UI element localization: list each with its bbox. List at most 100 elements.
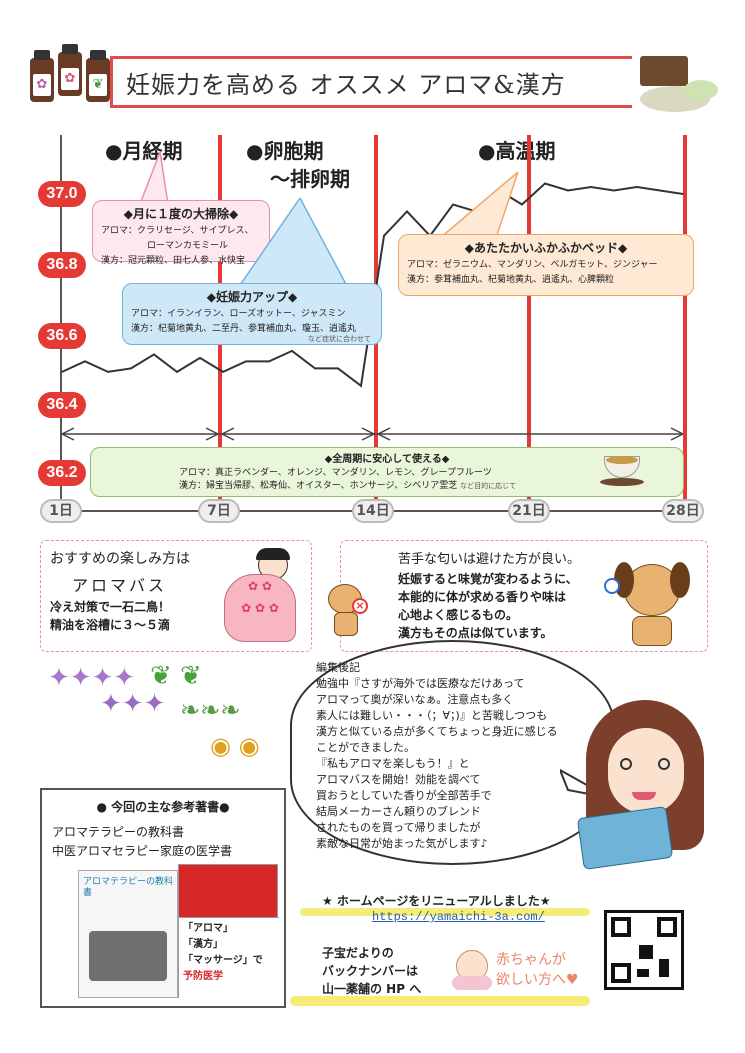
page-title-box: 妊娠力を高める オススメ アロマ&漢方 — [112, 56, 632, 108]
bbt-point — [153, 353, 155, 356]
bubble-pointer — [440, 172, 519, 238]
phase-ovulation-label-2: 〜排卵期 — [270, 167, 350, 191]
editor-avatar — [576, 700, 710, 871]
hp-renewal-notice: ★ ホームページをリニューアルしました★ — [322, 894, 551, 908]
backnumber-line: 山一薬舗の HP へ — [322, 982, 422, 996]
bbt-point — [544, 182, 546, 185]
tip-right-body: 妊娠すると味覚が変わるように、 — [398, 572, 578, 586]
dog-no-illustration: × — [326, 582, 368, 638]
bubble-heading: ◆全周期に安心して使える◆ — [324, 454, 450, 465]
backnumber-line: バックナンバーは — [322, 964, 419, 978]
tip-right-body: 心地よく感じるもの。 — [398, 608, 519, 622]
bbt-point — [659, 189, 661, 192]
tea-bowl-icon — [684, 80, 718, 100]
dog-ok-illustration — [604, 556, 692, 648]
tip-left-body: 精油を浴槽に３〜５滴 — [50, 618, 171, 632]
bbt-point — [245, 360, 247, 363]
editor-note-line: 買おうとしていた香りが全部苦手で — [316, 789, 492, 802]
book-cover-1: アロマテラピーの教科書 — [78, 870, 178, 998]
bubble-aroma-2: ローマンカモミール — [147, 241, 229, 251]
editor-note-line: 素人には難しい・・・（；∀；)』と苦戦しつつも — [316, 709, 548, 722]
bubble-aroma: アロマ：真正ラベンダー、オレンジ、マンダリン、レモン、グレープフルーツ — [179, 468, 492, 478]
bbt-point — [383, 235, 385, 237]
bbt-point — [590, 186, 592, 188]
x-tick-label: 1日 — [40, 499, 82, 523]
baby-message: 赤ちゃんが 欲しい方へ♥ — [496, 950, 579, 990]
bbt-point — [107, 371, 109, 373]
bubble-kampo: 漢方：冠元顆粒、田七人参、水快宝 — [101, 256, 246, 266]
homepage-link[interactable]: https://yamaichi-3a.com/ — [372, 910, 545, 924]
book-cover-2-text: 「漢方」 — [183, 939, 223, 950]
bbt-point — [314, 367, 316, 370]
bubble-kampo: 漢方：参茸補血丸、杞菊地黄丸、逍遙丸、心脾顆粒 — [407, 275, 615, 285]
bubble-aroma: アロマ：ゼラニウム、マンダリン、ベルガモット、ジンジャー — [407, 260, 658, 270]
editor-note-line: 『私もアロマを楽しもう！』と — [316, 757, 470, 770]
editor-note-line: 勉強中『さすが海外では医療なだけあって — [316, 677, 525, 690]
teacup-icon — [600, 452, 644, 488]
aroma-bottle-icon: ❦ — [86, 50, 110, 102]
bubble-hightemp: ◆あたたかいふかふかベッド◆ アロマ：ゼラニウム、マンダリン、ベルガモット、ジン… — [398, 234, 694, 296]
editor-note-line: アロマって奥が深いなぁ。注意点も多く — [316, 693, 514, 706]
bubble-aroma: アロマ：イランイラン、ローズオットー、ジャスミン — [131, 309, 346, 319]
editor-note: 編集後記 勉強中『さすが海外では医療なだけあって アロマって奥が深いなぁ。注意点… — [316, 660, 558, 852]
book-cover-2-text: 予防医学 — [183, 971, 223, 982]
tip-right-body: 本能的に体が求める香りや味は — [398, 590, 567, 604]
y-tick-label: 36.4 — [38, 392, 86, 418]
highlight-stroke — [300, 908, 590, 916]
phase-divider-21 — [527, 135, 531, 510]
editor-note-line: ことができました。 — [316, 741, 415, 754]
phase-hightemp-label: ●高温期 — [478, 139, 556, 163]
phase-menses-label: ●月経期 — [105, 139, 183, 163]
baby-message-line: 欲しい方へ♥ — [496, 972, 579, 988]
qr-code[interactable] — [604, 910, 684, 990]
editor-note-line: 結局メーカーさん頼りのブレンド — [316, 805, 481, 818]
bubble-menses: ◆月に１度の大掃除◆ アロマ：クラリセージ、サイプレス、 ローマンカモミール 漢… — [92, 200, 270, 266]
x-tick-label: 28日 — [662, 499, 704, 523]
aroma-bottle-icon: ✿ — [58, 44, 82, 96]
bbt-point — [682, 193, 684, 195]
bubble-heading: ◆妊娠力アップ◆ — [206, 290, 298, 304]
baby-message-line: 赤ちゃんが — [496, 952, 566, 968]
editor-note-line: されたものを買って帰りましたが — [316, 821, 481, 834]
book-cover-2: 「アロマ」 「漢方」 「マッサージ」で 予防医学 — [178, 864, 279, 999]
editor-note-line: 漢方と似ている点が多くてちょっと身近に感じる — [316, 725, 558, 738]
tip-right-body: 漢方もその点は似ています。 — [398, 626, 553, 640]
bbt-point — [291, 350, 293, 352]
x-tick-label: 14日 — [352, 499, 394, 523]
y-tick-label: 36.8 — [38, 252, 86, 278]
bbt-point — [452, 203, 454, 206]
bbt-point — [268, 360, 270, 363]
page-title: 妊娠力を高める オススメ アロマ&漢方 — [126, 70, 566, 99]
references-heading: ● 今回の主な参考著書● — [96, 800, 230, 814]
bbt-point — [406, 210, 408, 213]
tip-left-sub: アロマバス — [72, 576, 168, 595]
y-axis-line — [60, 135, 62, 510]
tip-aromabath-panel — [40, 540, 312, 652]
bubble-ovulation: ◆妊娠力アップ◆ アロマ：イランイラン、ローズオットー、ジャスミン 漢方：杞菊地… — [122, 283, 382, 345]
bbt-point — [337, 367, 339, 370]
bbt-point — [521, 203, 523, 206]
references-box: ● 今回の主な参考著書● アロマテラピーの教科書 中医アロマセラピー家庭の医学書… — [40, 788, 286, 1008]
bubble-pointer — [238, 198, 348, 288]
book-cover-1-title: アロマテラピーの教科書 — [83, 877, 174, 898]
book-cover-2-text: 「マッサージ」で — [183, 955, 263, 966]
bbt-point — [84, 360, 86, 363]
backnumber-line: 子宝だよりの — [322, 946, 394, 960]
bubble-pointer — [139, 152, 169, 204]
y-tick-label: 37.0 — [38, 181, 86, 207]
y-tick-label: 36.2 — [38, 460, 86, 486]
editor-note-title: 編集後記 — [316, 661, 360, 674]
bbt-point — [61, 371, 63, 373]
x-tick-label: 7日 — [198, 499, 240, 523]
bubble-heading: ◆月に１度の大掃除◆ — [123, 207, 239, 221]
bbt-point — [636, 186, 638, 188]
aroma-bottle-icon: ✿ — [30, 50, 54, 102]
bubble-allperiod: ◆全周期に安心して使える◆ アロマ：真正ラベンダー、オレンジ、マンダリン、レモン… — [90, 447, 684, 497]
phase-ovulation-label: ●卵胞期 — [246, 139, 324, 163]
bbt-point — [567, 189, 569, 192]
editor-note-line: アロマバスを開始！効能を調べて — [316, 773, 481, 786]
tip-right-title: 苦手な匂いは避けた方が良い。 — [398, 552, 581, 567]
bbt-point — [130, 367, 132, 370]
bbt-point — [613, 189, 615, 192]
bbt-point — [222, 371, 224, 373]
